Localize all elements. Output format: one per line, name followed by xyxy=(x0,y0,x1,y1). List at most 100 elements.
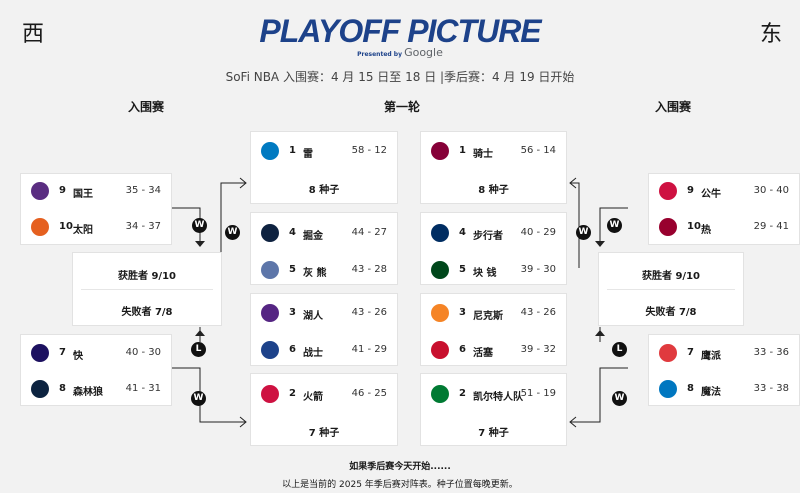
team-seed: 1 xyxy=(459,145,466,156)
team-row[interactable]: 2 凯尔特人队 51 - 19 xyxy=(421,385,566,405)
west-matchup-4-5[interactable]: 4 掘金 44 - 27 5 灰 熊 43 - 28 xyxy=(250,212,398,285)
west-conference-label: 西 xyxy=(22,22,45,47)
team-record: 40 - 30 xyxy=(125,347,161,358)
team-row[interactable]: 5 块 钱 39 - 30 xyxy=(421,261,566,281)
east-playin-7-8-card[interactable]: 7 鹰派 33 - 36 8 魔法 33 - 38 xyxy=(648,334,800,406)
east-matchup-1-8[interactable]: 1 骑士 56 - 14 8 种子 xyxy=(420,131,567,204)
team-seed: 3 xyxy=(289,307,296,318)
team-seed: 1 xyxy=(289,145,296,156)
team-name: 尼克斯 xyxy=(473,311,503,322)
west-matchup-1-8[interactable]: 1 雷 58 - 12 8 种子 xyxy=(250,131,398,204)
celtics-logo-icon xyxy=(431,385,449,403)
team-row[interactable]: 5 灰 熊 43 - 28 xyxy=(251,261,397,281)
team-record: 46 - 25 xyxy=(351,388,387,399)
west-loser-label: 失败者 7/8 xyxy=(121,307,173,318)
team-seed: 3 xyxy=(459,307,466,318)
team-row[interactable]: 4 掘金 44 - 27 xyxy=(251,224,397,244)
team-record: 35 - 34 xyxy=(125,185,161,196)
team-record: 39 - 32 xyxy=(520,344,556,355)
east-matchup-2-7[interactable]: 2 凯尔特人队 51 - 19 7 种子 xyxy=(420,373,567,446)
team-record: 41 - 29 xyxy=(351,344,387,355)
team-seed: 5 xyxy=(289,264,296,275)
team-name: 火箭 xyxy=(303,392,323,403)
team-name: 太阳 xyxy=(73,225,93,236)
team-row[interactable]: 10 太阳 34 - 37 xyxy=(21,218,171,238)
team-name: 魔法 xyxy=(701,387,721,398)
team-name: 灰 熊 xyxy=(303,268,327,279)
team-seed: 10 xyxy=(59,221,73,232)
team-row[interactable]: 6 活塞 39 - 32 xyxy=(421,341,566,361)
team-row[interactable]: 9 国王 35 - 34 xyxy=(21,182,171,202)
west-matchup-3-6[interactable]: 3 湖人 43 - 26 6 战士 41 - 29 xyxy=(250,293,398,366)
team-row[interactable]: 1 雷 58 - 12 xyxy=(251,142,397,162)
lose-badge-west: L xyxy=(191,342,206,357)
team-seed: 5 xyxy=(459,264,466,275)
team-row[interactable]: 7 快 40 - 30 xyxy=(21,344,171,364)
team-name: 快 xyxy=(73,351,83,362)
team-name: 鹰派 xyxy=(701,351,721,362)
first-round-heading: 第一轮 xyxy=(384,100,421,114)
team-row[interactable]: 1 骑士 56 - 14 xyxy=(421,142,566,162)
west-playin-7-8-card[interactable]: 7 快 40 - 30 8 森林狼 41 - 31 xyxy=(20,334,172,406)
team-row[interactable]: 8 魔法 33 - 38 xyxy=(649,380,799,400)
team-record: 44 - 27 xyxy=(351,227,387,238)
playoff-picture-logo: PLAYOFF PICTURE Presented by Google xyxy=(0,14,800,59)
bucks-logo-icon xyxy=(431,261,449,279)
team-name: 森林狼 xyxy=(73,387,103,398)
team-name: 掘金 xyxy=(303,231,323,242)
team-record: 41 - 31 xyxy=(125,383,161,394)
team-seed: 9 xyxy=(59,185,66,196)
lose-badge-east: L xyxy=(612,342,627,357)
hawks-logo-icon xyxy=(659,344,677,362)
pistons-logo-icon xyxy=(431,341,449,359)
team-record: 43 - 26 xyxy=(520,307,556,318)
team-record: 39 - 30 xyxy=(520,264,556,275)
cavaliers-logo-icon xyxy=(431,142,449,160)
footer-note: 以上是当前的 2025 年季后赛对阵表。种子位置每晚更新。 xyxy=(282,480,518,490)
magic-logo-icon xyxy=(659,380,677,398)
team-row[interactable]: 10 热 29 - 41 xyxy=(649,218,799,238)
team-row[interactable]: 3 尼克斯 43 - 26 xyxy=(421,304,566,324)
team-name: 战士 xyxy=(303,348,323,359)
east-playin-result-card[interactable]: 获胜者 9/10 失败者 7/8 xyxy=(598,252,744,326)
east-playin-9-10-card[interactable]: 9 公牛 30 - 40 10 热 29 - 41 xyxy=(648,173,800,245)
team-seed: 10 xyxy=(687,221,701,232)
grizzlies-logo-icon xyxy=(261,261,279,279)
team-row[interactable]: 2 火箭 46 - 25 xyxy=(251,385,397,405)
win-badge-west-to-8: W xyxy=(225,225,240,240)
win-badge-west-to-7: W xyxy=(191,391,206,406)
east-matchup-4-5[interactable]: 4 步行者 40 - 29 5 块 钱 39 - 30 xyxy=(420,212,567,285)
suns-logo-icon xyxy=(31,218,49,236)
team-name: 步行者 xyxy=(473,231,503,242)
team-record: 43 - 28 xyxy=(351,264,387,275)
team-record: 51 - 19 xyxy=(520,388,556,399)
team-seed: 6 xyxy=(289,344,296,355)
west-playin-9-10-card[interactable]: 9 国王 35 - 34 10 太阳 34 - 37 xyxy=(20,173,172,245)
team-seed: 4 xyxy=(459,227,466,238)
warriors-logo-icon xyxy=(261,341,279,359)
east-playin-heading: 入围赛 xyxy=(655,100,692,114)
team-row[interactable]: 6 战士 41 - 29 xyxy=(251,341,397,361)
win-badge-west-playin: W xyxy=(192,218,207,233)
team-row[interactable]: 3 湖人 43 - 26 xyxy=(251,304,397,324)
team-name: 湖人 xyxy=(303,311,323,322)
team-row[interactable]: 7 鹰派 33 - 36 xyxy=(649,344,799,364)
divider xyxy=(81,289,213,290)
east-loser-label: 失败者 7/8 xyxy=(645,307,697,318)
team-name: 国王 xyxy=(73,189,93,200)
east-matchup-3-6[interactable]: 3 尼克斯 43 - 26 6 活塞 39 - 32 xyxy=(420,293,567,366)
seed-placeholder: 7 种子 xyxy=(478,428,509,439)
thunder-logo-icon xyxy=(261,142,279,160)
team-row[interactable]: 8 森林狼 41 - 31 xyxy=(21,380,171,400)
team-record: 33 - 38 xyxy=(753,383,789,394)
team-row[interactable]: 4 步行者 40 - 29 xyxy=(421,224,566,244)
team-name: 块 钱 xyxy=(473,268,497,279)
logo-title: PLAYOFF PICTURE xyxy=(259,13,541,49)
team-row[interactable]: 9 公牛 30 - 40 xyxy=(649,182,799,202)
west-playin-result-card[interactable]: 获胜者 9/10 失败者 7/8 xyxy=(72,252,222,326)
team-record: 33 - 36 xyxy=(753,347,789,358)
team-name: 公牛 xyxy=(701,189,721,200)
west-matchup-2-7[interactable]: 2 火箭 46 - 25 7 种子 xyxy=(250,373,398,446)
google-logo: Google xyxy=(404,46,443,59)
